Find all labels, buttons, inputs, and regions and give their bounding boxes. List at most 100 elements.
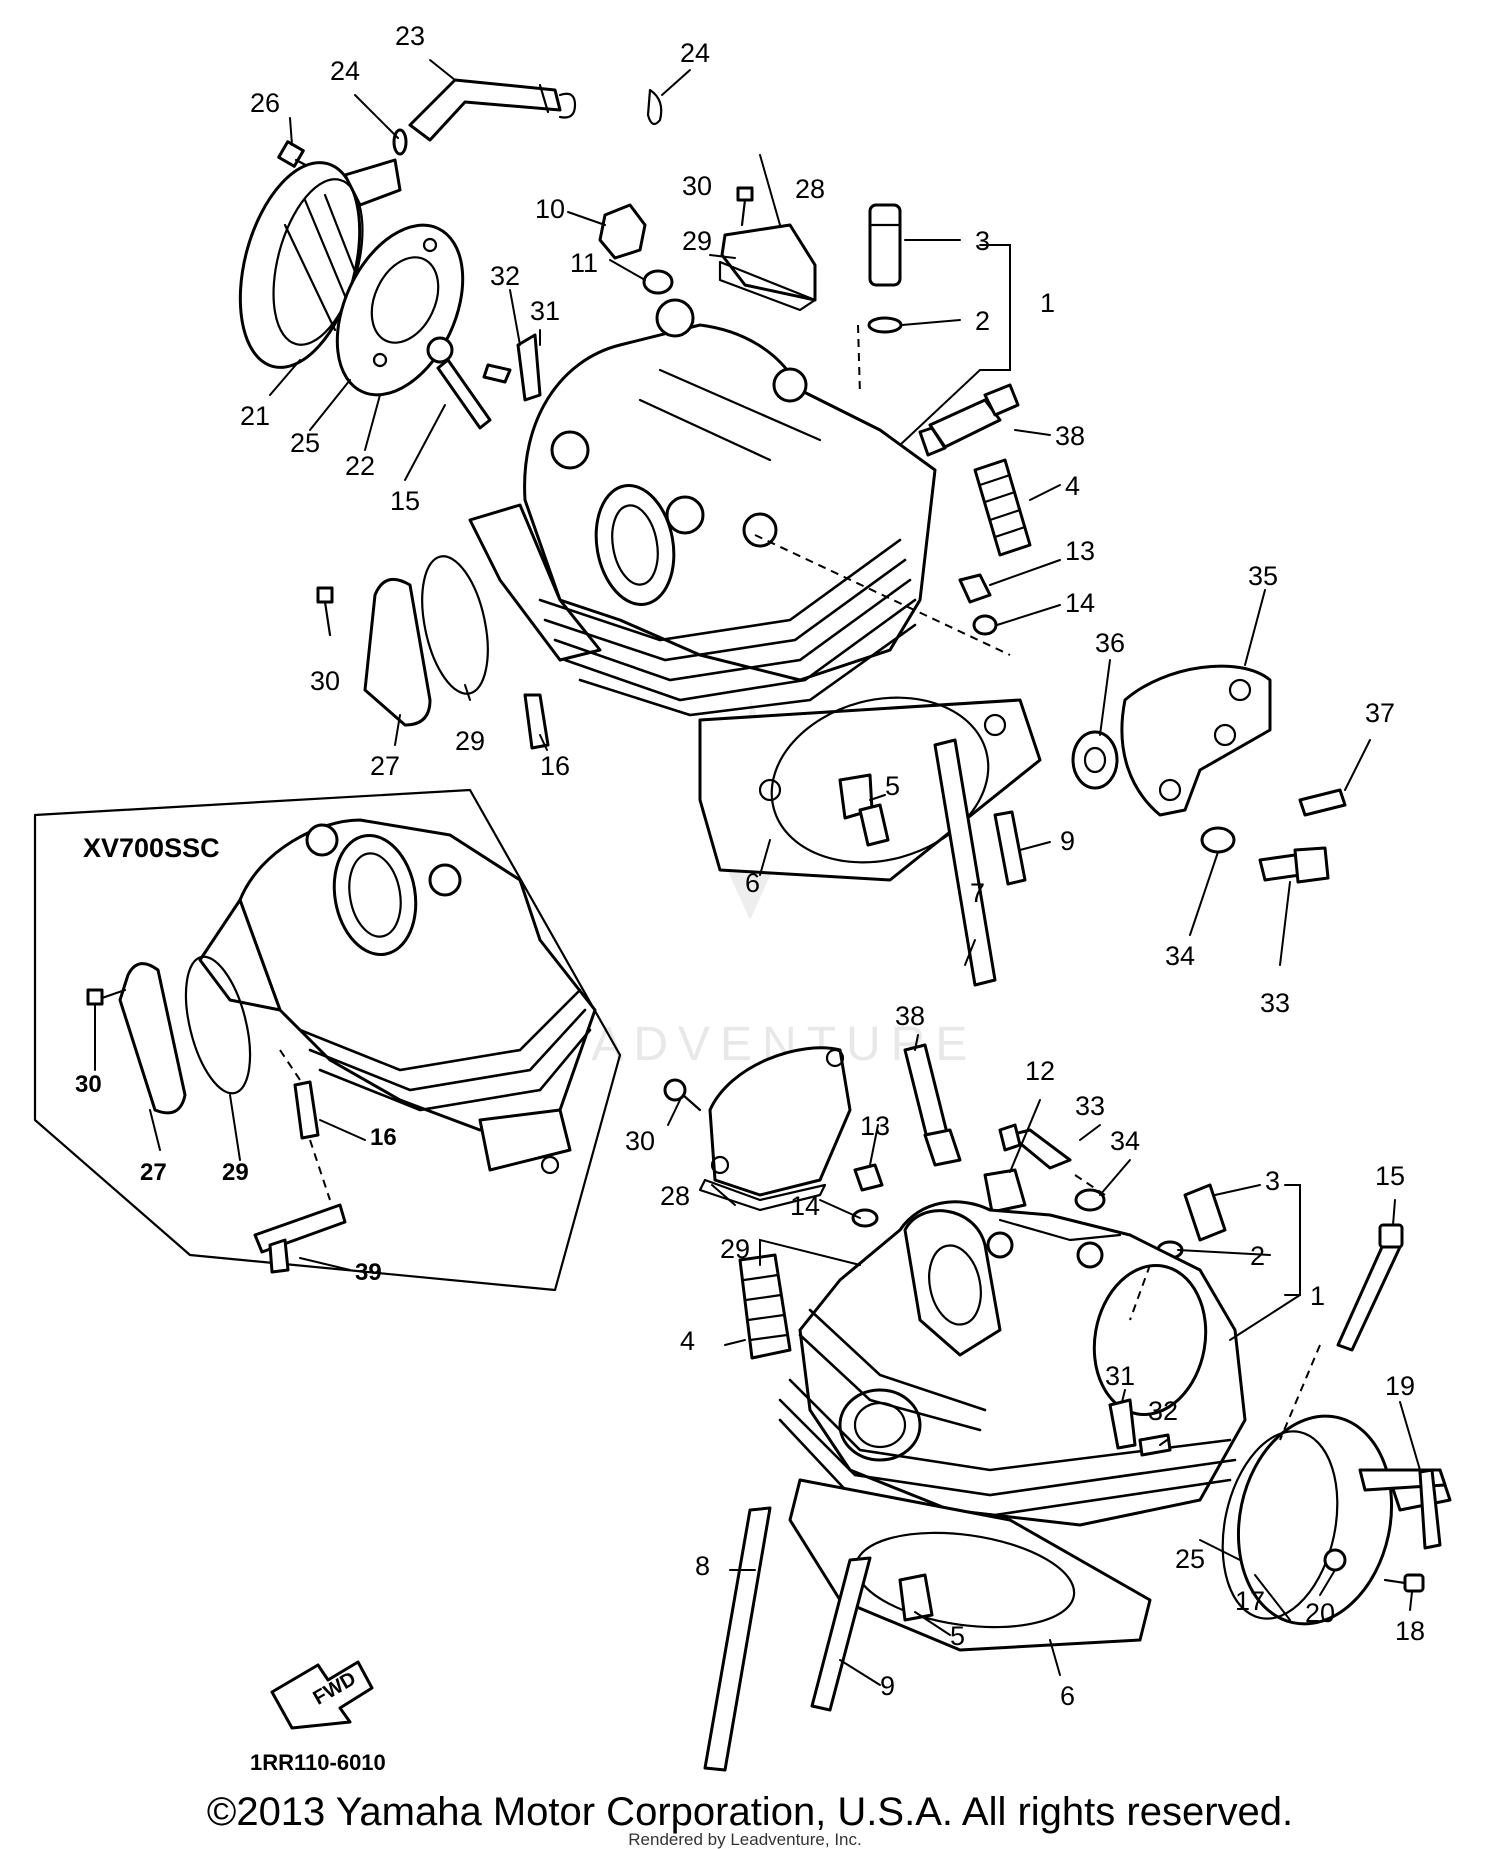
tappet-cover-28-upper	[718, 223, 817, 312]
stud-7	[933, 738, 997, 987]
lower-callout-9: 9	[880, 1671, 895, 1701]
inset-side-cover-27	[118, 955, 252, 1115]
guide-leader-dash	[857, 324, 861, 396]
copyright-notice: ©2013 Yamaha Motor Corporation, U.S.A. A…	[207, 1790, 1293, 1834]
lower-callout-30: 30	[625, 1126, 655, 1156]
lower-callout-4: 4	[680, 1326, 695, 1356]
callout-23: 23	[395, 21, 425, 51]
lower-callout-25: 25	[1175, 1544, 1205, 1574]
lower-callout-6: 6	[1060, 1681, 1075, 1711]
stud-16-upper	[523, 693, 550, 750]
callout-10: 10	[535, 194, 565, 224]
stud-8	[703, 1506, 772, 1772]
callout-14-upper: 14	[1065, 588, 1095, 618]
bolt-32-lower	[1138, 1433, 1172, 1457]
callout-7: 7	[970, 878, 985, 908]
fwd-arrow: FWD	[270, 1660, 374, 1730]
callout-27-upper: 27	[370, 751, 400, 781]
inset-callouts: 30 27 29 16 39	[75, 1071, 397, 1286]
lower-callout-33: 33	[1075, 1091, 1105, 1121]
inset-xv700ssc: XV700SSC	[33, 788, 622, 1292]
washer-11	[642, 269, 674, 295]
lower-callouts: 38 12 33 34 3 15 30 13 28 14 29 2 1 4 31…	[625, 1001, 1425, 1711]
bolt-37	[1298, 788, 1347, 817]
inset-callout-30: 30	[75, 1071, 102, 1098]
callout-26: 26	[250, 88, 280, 118]
lower-assembly: FWD	[270, 1034, 1452, 1772]
bolt-32-upper	[482, 363, 512, 384]
callout-29-left: 29	[455, 726, 485, 756]
hose-clamp-left	[392, 128, 408, 156]
callout-38-upper: 38	[1055, 421, 1085, 451]
callout-24-right: 24	[680, 38, 710, 68]
inset-callout-39: 39	[355, 1259, 382, 1286]
damper-36	[1071, 730, 1119, 790]
lower-callout-8: 8	[695, 1551, 710, 1581]
inset-callout-29: 29	[222, 1159, 249, 1186]
clip-31-lower	[1108, 1398, 1137, 1450]
lower-callout-18: 18	[1395, 1616, 1425, 1646]
callout-37: 37	[1365, 698, 1395, 728]
callout-9-upper: 9	[1060, 826, 1075, 856]
hose-clamp-right	[646, 88, 663, 126]
inset-callout-27: 27	[140, 1159, 167, 1186]
valve-guide-3-upper	[868, 203, 902, 287]
screw-30-upper	[736, 186, 754, 227]
nut-13-lower	[853, 1163, 884, 1192]
callout-13-upper: 13	[1065, 536, 1095, 566]
callout-28-top: 28	[795, 174, 825, 204]
stud-9-short	[858, 803, 890, 847]
bolt-15-upper	[426, 336, 492, 430]
callout-30-top: 30	[682, 171, 712, 201]
rendered-by-notice: Rendered by Leadventure, Inc.	[628, 1830, 861, 1849]
inset-frame	[33, 788, 622, 1292]
side-cover-27-upper	[363, 555, 489, 727]
callout-1-upper: 1	[1040, 288, 1055, 318]
callout-33-upper: 33	[1260, 988, 1290, 1018]
upper-leaders	[269, 59, 1371, 966]
clip-31-upper	[516, 333, 542, 402]
lower-callout-1: 1	[1310, 1281, 1325, 1311]
callout-2-upper: 2	[975, 306, 990, 336]
inset-variant-label: XV700SSC	[83, 833, 220, 863]
callout-30-left: 30	[310, 666, 340, 696]
inset-cylinder-head	[198, 818, 597, 1175]
cylinder-head-rear	[468, 298, 937, 717]
nut-12	[983, 1168, 1027, 1214]
lower-callout-3: 3	[1265, 1166, 1280, 1196]
oil-pipe-19	[1358, 1468, 1447, 1550]
washer-14-lower	[851, 1208, 879, 1228]
lower-callout-17: 17	[1235, 1586, 1265, 1616]
callout-5-upper: 5	[885, 771, 900, 801]
spark-plug-38-upper	[918, 383, 1020, 457]
inset-leaders	[94, 1004, 366, 1271]
bolt-18	[1383, 1573, 1425, 1593]
spring-4-upper	[973, 458, 1032, 557]
lower-leaders	[667, 1034, 1421, 1686]
lower-callout-31: 31	[1105, 1361, 1135, 1391]
washer-14-upper	[972, 614, 998, 636]
upper-callouts: 23 24 24 26 30 28 10 29 11 3 1 2 32 31 2…	[240, 21, 1395, 1018]
callout-34-upper: 34	[1165, 941, 1195, 971]
bracket-35	[1120, 664, 1272, 817]
screw-30-lower	[663, 1078, 702, 1112]
bolt-33-lower	[998, 1123, 1072, 1170]
callout-35: 35	[1248, 561, 1278, 591]
head-gasket-6-lower	[788, 1478, 1152, 1652]
callout-6-upper: 6	[745, 868, 760, 898]
callout-31-upper: 31	[530, 296, 560, 326]
lower-callout-20: 20	[1305, 1598, 1335, 1628]
lower-callout-34: 34	[1110, 1126, 1140, 1156]
lower-callout-29: 29	[720, 1234, 750, 1264]
lower-callout-15: 15	[1375, 1161, 1405, 1191]
nut-13-upper	[958, 573, 992, 604]
inset-stud-16	[293, 1080, 320, 1140]
nut-10	[598, 203, 647, 260]
callout-4-upper: 4	[1065, 471, 1080, 501]
tappet-cover-28-lower	[698, 1046, 852, 1212]
callout-32-upper: 32	[490, 261, 520, 291]
lower-callout-14: 14	[790, 1191, 820, 1221]
spring-4-lower	[738, 1253, 792, 1360]
lower-callout-38: 38	[895, 1001, 925, 1031]
